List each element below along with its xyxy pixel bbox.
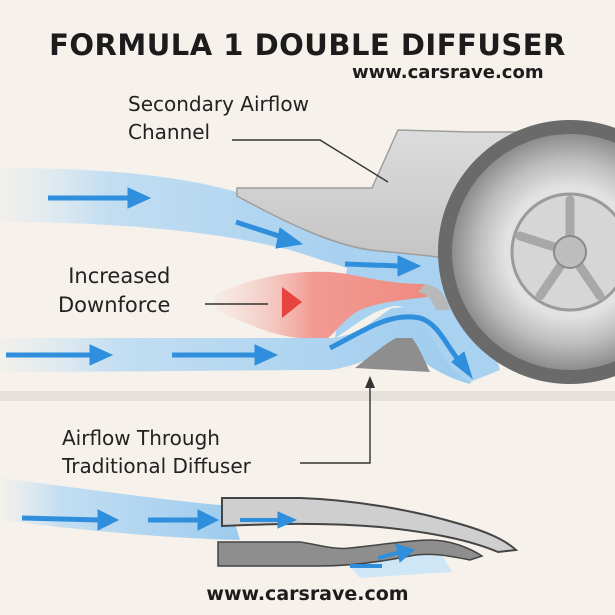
label-secondary-line2: Channel [128, 120, 211, 144]
downforce-arrow [282, 287, 302, 318]
website-watermark-bottom: www.carsrave.com [206, 583, 409, 605]
cross-section-airflow [0, 478, 240, 540]
diagram-title: FORMULA 1 DOUBLE DIFFUSER [49, 28, 566, 62]
ground-line [0, 391, 615, 401]
lower-airflow-band [0, 306, 475, 384]
label-downforce-line2: Downforce [58, 293, 171, 317]
diffuser-splitter [418, 284, 450, 310]
label-secondary-airflow: Secondary Airflow Channel [128, 90, 309, 146]
cross-section-underflow [350, 552, 452, 578]
pointer-arrowhead [365, 376, 375, 388]
cross-section-arrows [21, 509, 415, 569]
label-downforce-line1: Increased [68, 264, 171, 288]
lower-flow-arrows [6, 314, 473, 380]
wheel-hub [553, 235, 587, 269]
website-watermark-top: www.carsrave.com [352, 62, 544, 83]
leader-lines [205, 139, 389, 464]
label-traditional-line1: Airflow Through [62, 426, 220, 450]
diffuser-plate [355, 338, 430, 372]
upper-flow-arrows [48, 187, 422, 277]
upper-deck-plate [221, 497, 519, 554]
label-increased-downforce: Increased Downforce [58, 262, 170, 320]
label-traditional-line2: Traditional Diffuser [62, 454, 251, 478]
label-traditional-diffuser: Airflow Through Traditional Diffuser [62, 424, 251, 480]
downforce-zone [215, 271, 432, 338]
label-secondary-line1: Secondary Airflow [128, 92, 309, 116]
lower-floor-plate [217, 539, 484, 567]
